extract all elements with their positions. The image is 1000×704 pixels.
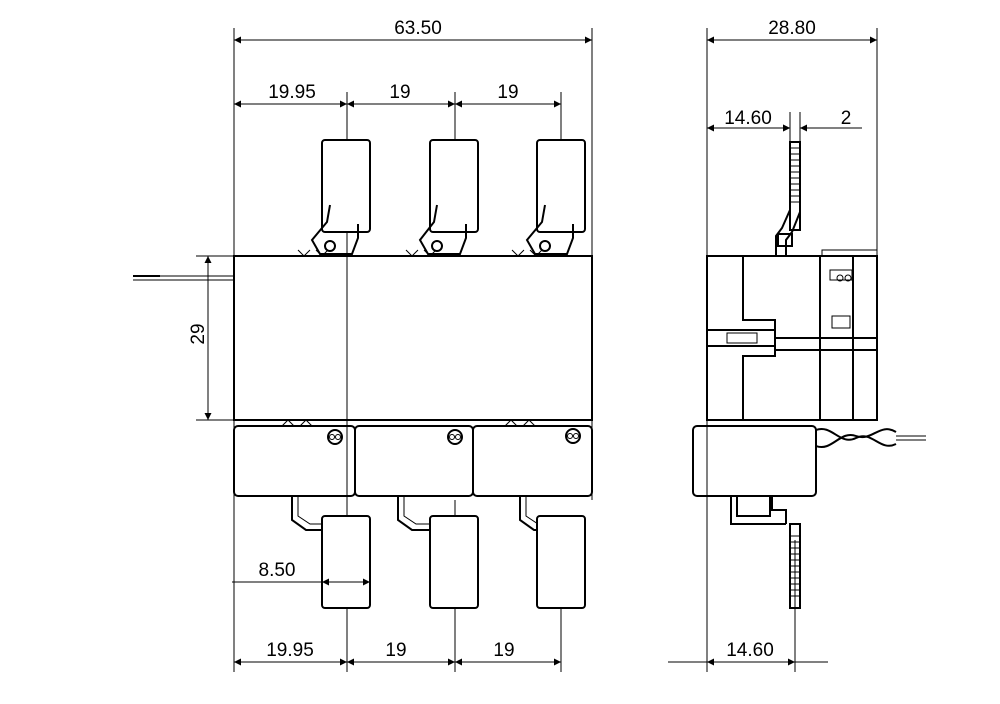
dim-label-bottom-pitch-3: 19 (493, 640, 514, 661)
top-terminal-3 (525, 139, 586, 255)
bottom-terminal-1 (291, 496, 371, 609)
dim-label-side-bottom-offset: 14.60 (726, 640, 774, 661)
bottom-terminal-2 (397, 496, 479, 609)
dim-label-top-pitch-1: 19.95 (268, 82, 316, 103)
bottom-terminal-3 (519, 496, 586, 609)
side-body (706, 249, 878, 421)
relay-body (233, 255, 593, 421)
dim-label-side-thickness: 2 (841, 108, 852, 129)
dim-label-terminal-width: 8.50 (259, 560, 296, 581)
dim-label-side-top-offset: 14.60 (724, 108, 772, 129)
dim-label-top-pitch-2: 19 (389, 82, 410, 103)
lead-wire-left (133, 275, 234, 281)
dim-label-bottom-pitch-1: 19.95 (266, 640, 314, 661)
dim-label-overall-width: 63.50 (394, 18, 442, 39)
lower-module-1 (233, 425, 356, 497)
dim-label-side-overall-width: 28.80 (768, 18, 816, 39)
side-lead-wire (815, 427, 926, 449)
dim-label-bottom-pitch-2: 19 (385, 640, 406, 661)
side-lower-module (692, 425, 817, 497)
dim-label-top-pitch-3: 19 (497, 82, 518, 103)
side-view: 28.80 14.60 2 (668, 18, 926, 672)
top-terminal-1 (310, 139, 371, 255)
side-top-terminal (775, 141, 801, 256)
dim-label-height: 29 (188, 323, 209, 344)
front-view: 63.50 19.95 19 19 29 (133, 18, 593, 672)
top-terminal-2 (418, 139, 479, 255)
extension-lines (196, 28, 593, 672)
lower-module-3 (472, 425, 593, 497)
top-clips (297, 249, 543, 257)
bottom-clips (281, 419, 536, 427)
side-bottom-terminal (730, 496, 801, 609)
lower-module-2 (354, 425, 474, 497)
